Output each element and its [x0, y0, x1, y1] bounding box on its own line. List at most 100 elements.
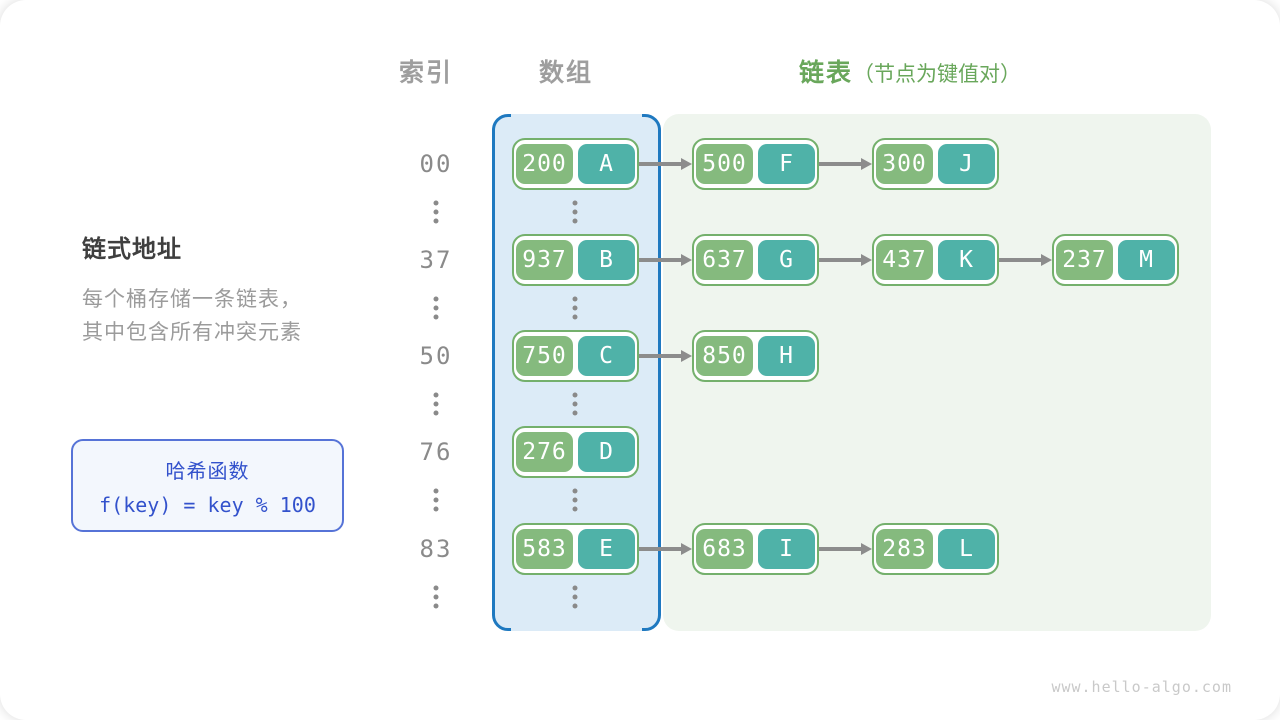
node-value: E — [578, 529, 635, 569]
arrow-shaft — [819, 162, 861, 166]
index-label: 50 — [419, 342, 453, 370]
next-pointer-arrow — [819, 252, 872, 268]
arrow-head-icon — [1041, 254, 1052, 266]
ellipsis-dot — [572, 392, 578, 398]
arrow-shaft — [819, 547, 861, 551]
ellipsis-dot — [433, 314, 439, 320]
list-header-label: 链表 — [799, 59, 854, 87]
ellipsis-icon — [433, 200, 439, 224]
arrow-shaft — [999, 258, 1041, 262]
next-pointer-arrow — [639, 156, 692, 172]
section-description-line: 每个桶存储一条链表， — [82, 288, 302, 311]
ellipsis-icon — [433, 585, 439, 609]
ellipsis-dot — [433, 594, 439, 600]
ellipsis-icon — [572, 200, 578, 224]
ellipsis-dot — [433, 200, 439, 206]
ellipsis-icon — [572, 296, 578, 320]
node-key: 850 — [696, 336, 753, 376]
ellipsis-dot — [433, 497, 439, 503]
ellipsis-dot — [433, 296, 439, 302]
ellipsis-dot — [572, 200, 578, 206]
ellipsis-dot — [433, 305, 439, 311]
ellipsis-dot — [572, 401, 578, 407]
ellipsis-dot — [572, 218, 578, 224]
node-value: D — [578, 432, 635, 472]
arrow-head-icon — [681, 543, 692, 555]
section-description: 每个桶存储一条链表， 其中包含所有冲突元素 — [82, 283, 302, 349]
ellipsis-dot — [572, 497, 578, 503]
ellipsis-dot — [433, 410, 439, 416]
arrow-shaft — [639, 354, 681, 358]
arrow-head-icon — [861, 158, 872, 170]
hash-function-formula: f(key) = key % 100 — [99, 492, 316, 517]
column-edge-mask — [511, 114, 642, 119]
ellipsis-dot — [433, 585, 439, 591]
ellipsis-dot — [433, 392, 439, 398]
node-value: F — [758, 144, 815, 184]
arrow-shaft — [639, 258, 681, 262]
column-header-index: 索引 — [399, 59, 454, 87]
node-key: 750 — [516, 336, 573, 376]
ellipsis-dot — [433, 603, 439, 609]
ellipsis-dot — [433, 209, 439, 215]
next-pointer-arrow — [639, 541, 692, 557]
arrow-head-icon — [861, 254, 872, 266]
node-key: 683 — [696, 529, 753, 569]
node-key: 437 — [876, 240, 933, 280]
node-value: H — [758, 336, 815, 376]
next-pointer-arrow — [639, 252, 692, 268]
ellipsis-dot — [572, 594, 578, 600]
ellipsis-icon — [572, 585, 578, 609]
ellipsis-dot — [433, 506, 439, 512]
ellipsis-icon — [433, 488, 439, 512]
node-value: G — [758, 240, 815, 280]
node-value: K — [938, 240, 995, 280]
node-key: 637 — [696, 240, 753, 280]
arrow-shaft — [639, 162, 681, 166]
ellipsis-dot — [433, 218, 439, 224]
next-pointer-arrow — [999, 252, 1052, 268]
node-value: M — [1118, 240, 1175, 280]
arrow-head-icon — [861, 543, 872, 555]
arrow-shaft — [819, 258, 861, 262]
hash-function-box: 哈希函数 f(key) = key % 100 — [71, 439, 344, 532]
section-description-line: 其中包含所有冲突元素 — [82, 321, 302, 344]
ellipsis-dot — [572, 305, 578, 311]
ellipsis-icon — [433, 296, 439, 320]
arrow-shaft — [639, 547, 681, 551]
index-label: 83 — [419, 535, 453, 563]
ellipsis-dot — [572, 488, 578, 494]
node-value: L — [938, 529, 995, 569]
ellipsis-dot — [572, 410, 578, 416]
next-pointer-arrow — [819, 541, 872, 557]
column-header-list: 链表（节点为键值对） — [799, 53, 1021, 89]
node-key: 300 — [876, 144, 933, 184]
ellipsis-dot — [572, 585, 578, 591]
next-pointer-arrow — [639, 348, 692, 364]
ellipsis-dot — [433, 401, 439, 407]
ellipsis-icon — [572, 488, 578, 512]
section-title: 链式地址 — [82, 236, 182, 263]
index-label: 00 — [419, 150, 453, 178]
hash-function-title: 哈希函数 — [165, 460, 250, 483]
node-key: 583 — [516, 529, 573, 569]
index-label: 37 — [419, 246, 453, 274]
ellipsis-dot — [433, 488, 439, 494]
watermark: www.hello-algo.com — [1051, 678, 1232, 696]
ellipsis-icon — [572, 392, 578, 416]
arrow-head-icon — [681, 158, 692, 170]
next-pointer-arrow — [819, 156, 872, 172]
